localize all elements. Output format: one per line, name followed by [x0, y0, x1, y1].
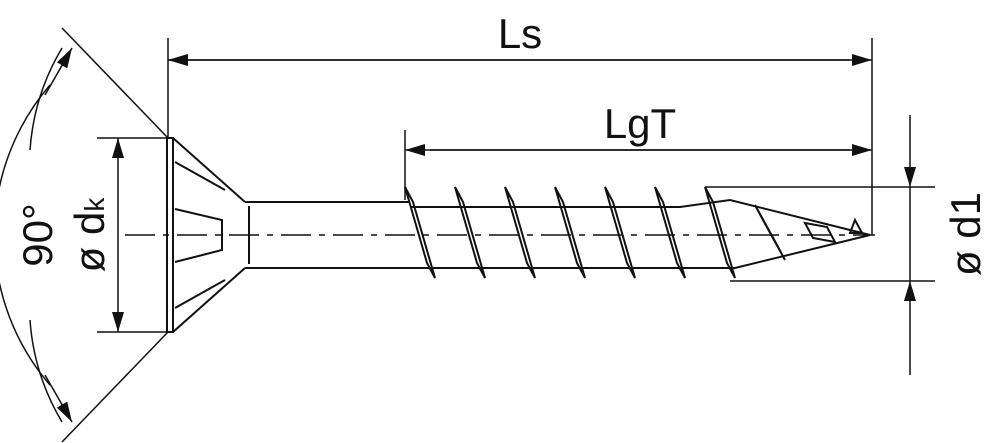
- angle-label: 90°: [14, 203, 61, 267]
- thread-flight: [704, 186, 736, 279]
- screw-thread: [404, 186, 871, 279]
- ls-dimension: Ls: [167, 10, 873, 235]
- thread-flight: [654, 186, 686, 279]
- thread-flight: [604, 186, 636, 279]
- thread-tip: [848, 217, 864, 234]
- thread-flight: [404, 186, 436, 279]
- thread-flight: [504, 186, 536, 279]
- ls-label: Ls: [498, 10, 542, 57]
- screw-head: [166, 137, 246, 333]
- thread-flight: [754, 204, 786, 261]
- dk-label: ø dk: [66, 197, 113, 273]
- d1-label: ø d1: [942, 192, 989, 276]
- thread-flight: [454, 186, 486, 279]
- screw-shank: [245, 201, 410, 269]
- d1-dimension: ø d1: [705, 115, 989, 375]
- thread-flight: [554, 186, 586, 279]
- lgt-label: LgT: [604, 100, 676, 147]
- dk-dimension: ø dk: [66, 137, 168, 333]
- thread-flight: [803, 221, 837, 244]
- lgt-dimension: LgT: [404, 100, 872, 200]
- angle-dimension: 90°: [0, 27, 169, 443]
